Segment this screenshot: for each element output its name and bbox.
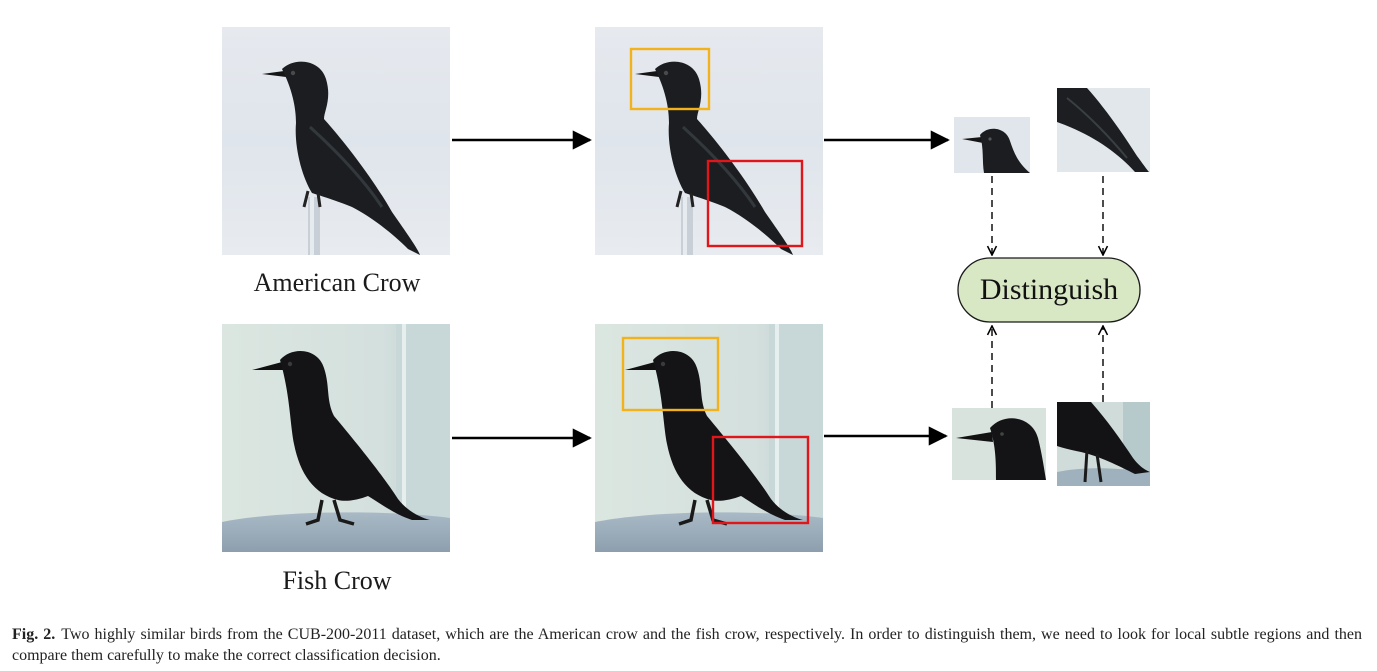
figure-caption: Fig. 2.Two highly similar birds from the…: [12, 624, 1362, 666]
american-head-box: [629, 47, 711, 111]
figure: [220, 25, 1150, 554]
distinguish-label: Distinguish: [979, 273, 1119, 306]
fish-crow-label: Fish Crow: [282, 566, 392, 595]
caption-label: Fig. 2.: [12, 626, 56, 643]
caption-text: Two highly similar birds from the CUB-20…: [12, 626, 1363, 664]
american-tail-crop: [1057, 88, 1150, 172]
fish-crow-original-image: [220, 322, 452, 554]
american-tail-box: [706, 159, 804, 248]
fish-tail-crop: [1057, 402, 1150, 486]
fish-tail-box: [711, 435, 810, 525]
fish-head-box: [621, 336, 720, 412]
american-crow-original-image: [220, 25, 452, 257]
fish-head-crop: [952, 408, 1046, 480]
american-crow-label: American Crow: [253, 268, 421, 297]
american-head-crop: [954, 117, 1030, 173]
distinguish-node: [957, 257, 1141, 323]
